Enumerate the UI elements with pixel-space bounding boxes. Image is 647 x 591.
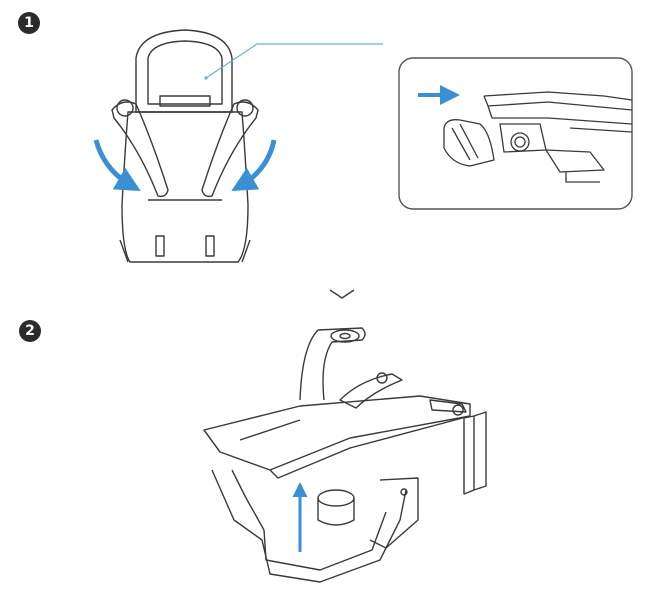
step-2-badge: 2 bbox=[19, 320, 41, 342]
step-1-badge: 1 bbox=[18, 12, 40, 34]
case-with-drone bbox=[203, 327, 487, 583]
down-chevron-icon bbox=[329, 289, 355, 299]
curved-arrow-icon-left bbox=[93, 139, 141, 191]
curved-arrow-icon-right bbox=[231, 139, 277, 191]
leader-line bbox=[205, 43, 383, 79]
drone-top-view bbox=[111, 29, 259, 263]
inset-drone-front bbox=[443, 91, 633, 183]
leader-dot bbox=[204, 76, 208, 80]
inset-detail-box bbox=[398, 57, 633, 210]
